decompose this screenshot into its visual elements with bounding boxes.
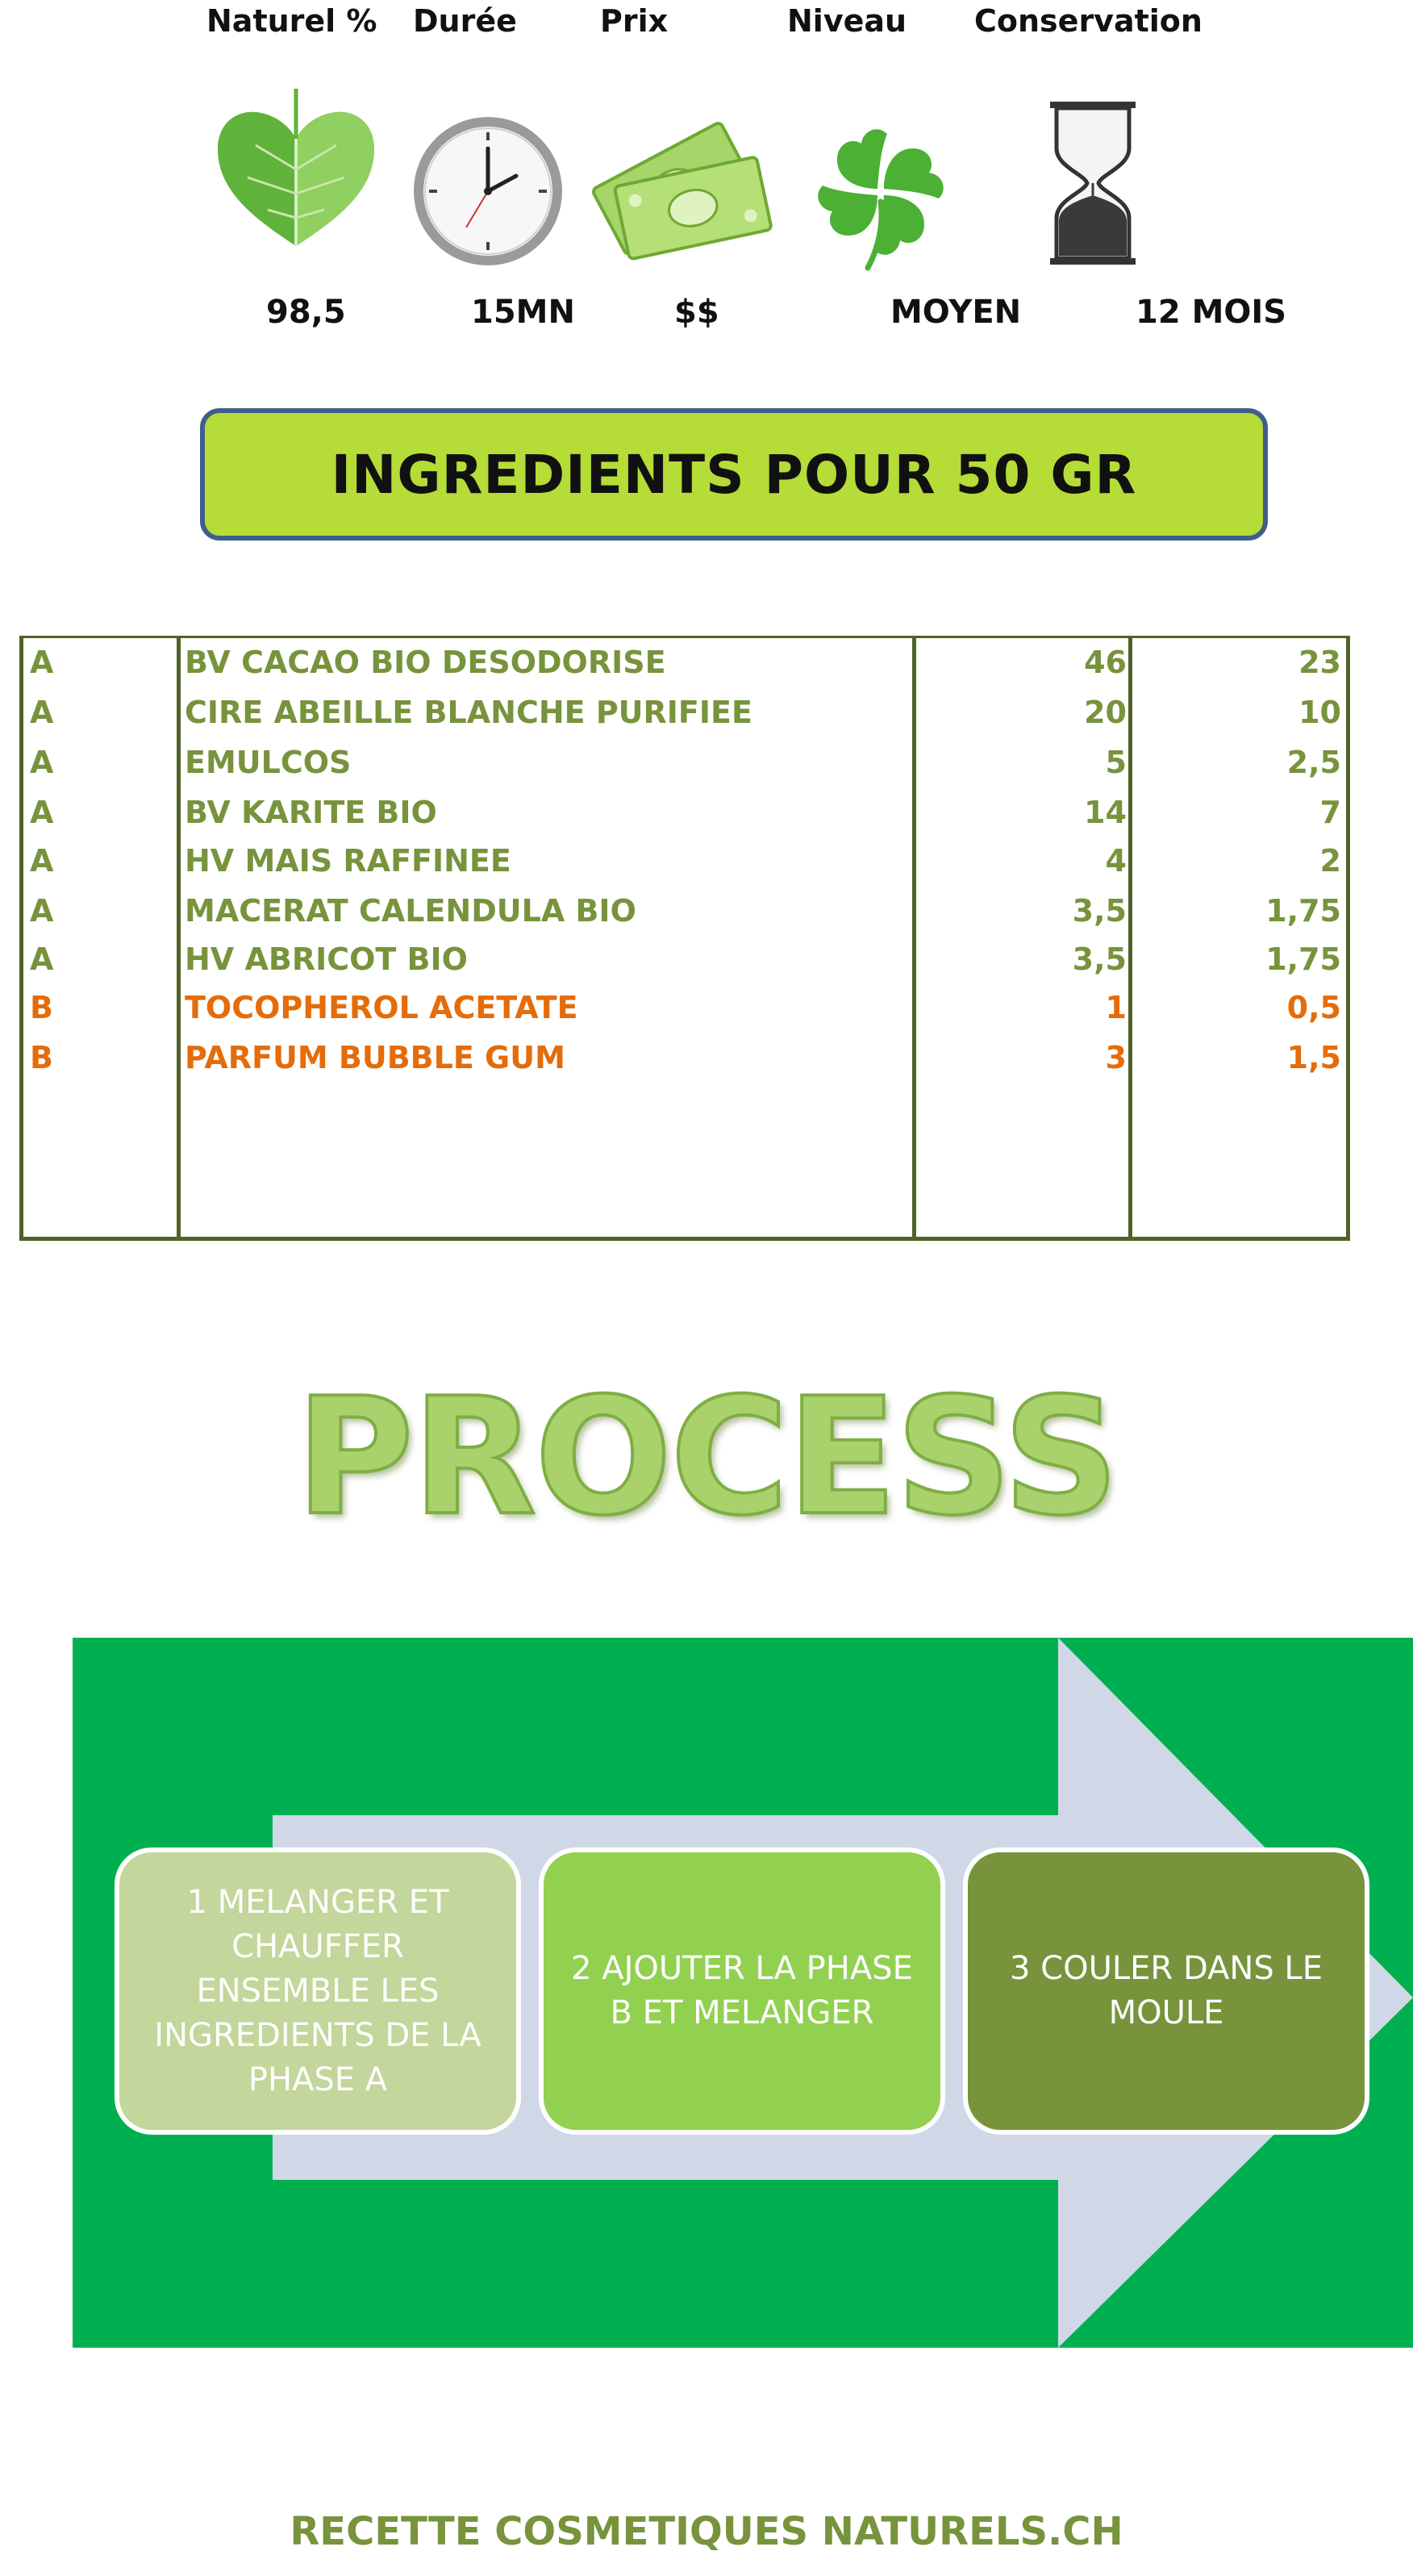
process-step-2-text: 2 AJOUTER LA PHASE B ET MELANGER <box>571 1950 913 2031</box>
process-step-1: 1 MELANGER ET CHAUFFER ENSEMBLE LES INGR… <box>115 1847 521 2135</box>
ingredient-phase: A <box>30 695 54 730</box>
ingredient-name: TOCOPHEROL ACETATE <box>185 990 578 1025</box>
header-label-niveau: Niveau <box>787 3 907 39</box>
table-row: B TOCOPHEROL ACETATE 1 0,5 <box>23 983 1346 1032</box>
leaf-icon <box>218 89 374 246</box>
ingredient-percent: 1 <box>1105 990 1127 1025</box>
ingredient-phase: A <box>30 745 54 780</box>
ingredient-grams: 1,5 <box>1286 1040 1341 1075</box>
ingredient-percent: 3,5 <box>1072 893 1127 929</box>
banner-title: INGREDIENTS POUR 50 GR <box>331 443 1137 506</box>
table-row: A HV ABRICOT BIO 3,5 1,75 <box>23 935 1346 983</box>
header-value-niveau: MOYEN <box>890 294 1022 331</box>
table-divider <box>177 638 181 1237</box>
ingredient-percent: 14 <box>1084 795 1127 830</box>
process-step-1-text: 1 MELANGER ET CHAUFFER ENSEMBLE LES INGR… <box>154 1883 481 2098</box>
header-label-prix: Prix <box>600 3 669 39</box>
ingredient-name: BV KARITE BIO <box>185 795 437 830</box>
table-row: A BV KARITE BIO 14 7 <box>23 788 1346 837</box>
ingredient-phase: B <box>30 990 53 1025</box>
ingredients-table: A BV CACAO BIO DESODORISE 46 23 A CIRE A… <box>19 636 1350 1241</box>
ingredient-name: CIRE ABEILLE BLANCHE PURIFIEE <box>185 695 752 730</box>
table-divider <box>1128 638 1132 1237</box>
table-row: B PARFUM BUBBLE GUM 3 1,5 <box>23 1033 1346 1082</box>
ingredient-percent: 46 <box>1084 645 1127 680</box>
ingredient-name: MACERAT CALENDULA BIO <box>185 893 636 929</box>
process-step-2: 2 AJOUTER LA PHASE B ET MELANGER <box>539 1847 945 2135</box>
clock-icon <box>414 117 562 265</box>
table-row: A EMULCOS 5 2,5 <box>23 738 1346 787</box>
ingredient-name: EMULCOS <box>185 745 352 780</box>
header-label-duree: Durée <box>413 3 517 39</box>
table-row: A MACERAT CALENDULA BIO 3,5 1,75 <box>23 887 1346 935</box>
process-step-3-text: 3 COULER DANS LE MOULE <box>1010 1950 1323 2031</box>
header-value-naturel: 98,5 <box>266 294 346 331</box>
table-divider <box>912 638 916 1237</box>
ingredient-name: BV CACAO BIO DESODORISE <box>185 645 666 680</box>
hourglass-icon <box>1050 102 1136 265</box>
header-value-duree: 15MN <box>471 294 575 331</box>
ingredient-phase: A <box>30 941 54 977</box>
process-title: PROCESS <box>294 1362 1120 1553</box>
header-label-conservation: Conservation <box>974 3 1203 39</box>
ingredient-percent: 20 <box>1084 695 1127 730</box>
ingredient-phase: A <box>30 893 54 929</box>
process-step-3: 3 COULER DANS LE MOULE <box>963 1847 1369 2135</box>
ingredient-grams: 1,75 <box>1265 941 1341 977</box>
banknotes-icon <box>591 121 773 261</box>
ingredient-grams: 10 <box>1298 695 1341 730</box>
header-label-naturel: Naturel % <box>206 3 377 39</box>
ingredient-percent: 3 <box>1105 1040 1127 1075</box>
ingredient-grams: 23 <box>1298 645 1341 680</box>
ingredient-phase: A <box>30 795 54 830</box>
ingredient-phase: A <box>30 843 54 879</box>
ingredient-name: HV ABRICOT BIO <box>185 941 468 977</box>
ingredient-name: PARFUM BUBBLE GUM <box>185 1040 565 1075</box>
header-value-conservation: 12 MOIS <box>1136 294 1287 331</box>
ingredient-grams: 0,5 <box>1286 990 1341 1025</box>
ingredient-grams: 1,75 <box>1265 893 1341 929</box>
clover-icon <box>818 129 944 271</box>
footer-text: RECETTE COSMETIQUES NATURELS.CH <box>290 2509 1123 2554</box>
ingredients-banner: INGREDIENTS POUR 50 GR <box>200 408 1268 541</box>
ingredient-percent: 5 <box>1105 745 1127 780</box>
ingredient-percent: 3,5 <box>1072 941 1127 977</box>
ingredient-phase: B <box>30 1040 53 1075</box>
ingredient-grams: 7 <box>1319 795 1341 830</box>
ingredient-percent: 4 <box>1105 843 1127 879</box>
ingredient-name: HV MAIS RAFFINEE <box>185 843 511 879</box>
header-value-prix: $$ <box>674 294 719 331</box>
table-row: A BV CACAO BIO DESODORISE 46 23 <box>23 638 1346 687</box>
table-row: A HV MAIS RAFFINEE 4 2 <box>23 837 1346 885</box>
table-row: A CIRE ABEILLE BLANCHE PURIFIEE 20 10 <box>23 688 1346 737</box>
ingredient-grams: 2,5 <box>1286 745 1341 780</box>
ingredient-phase: A <box>30 645 54 680</box>
ingredient-grams: 2 <box>1319 843 1341 879</box>
